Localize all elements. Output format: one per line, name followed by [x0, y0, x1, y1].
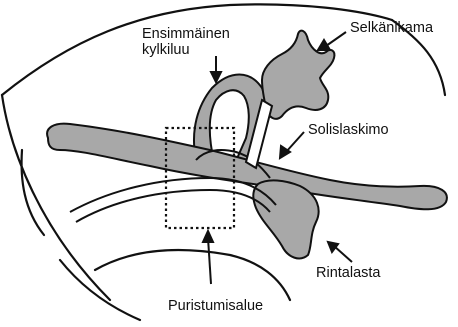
body-contour-arc — [95, 250, 290, 300]
label-first-rib-line1: Ensimmäinen — [142, 26, 230, 42]
lower-rib-curve-inner — [76, 190, 270, 222]
spine-arrow — [326, 32, 346, 46]
label-sternum: Rintalasta — [316, 265, 380, 281]
shoulder-contour — [2, 4, 392, 95]
compression-arrow — [208, 238, 211, 284]
collarbone-arrow — [286, 132, 304, 152]
label-spine: Selkänikama — [350, 20, 433, 36]
sternum-arrowhead — [328, 242, 338, 252]
sternum-arrow — [334, 246, 352, 262]
compression-arrowhead — [203, 231, 213, 242]
label-first-rib-line2: kylkiluu — [142, 42, 190, 58]
label-compression-area: Puristumisalue — [168, 298, 263, 314]
label-collarbone: Solislaskimo — [308, 122, 389, 138]
